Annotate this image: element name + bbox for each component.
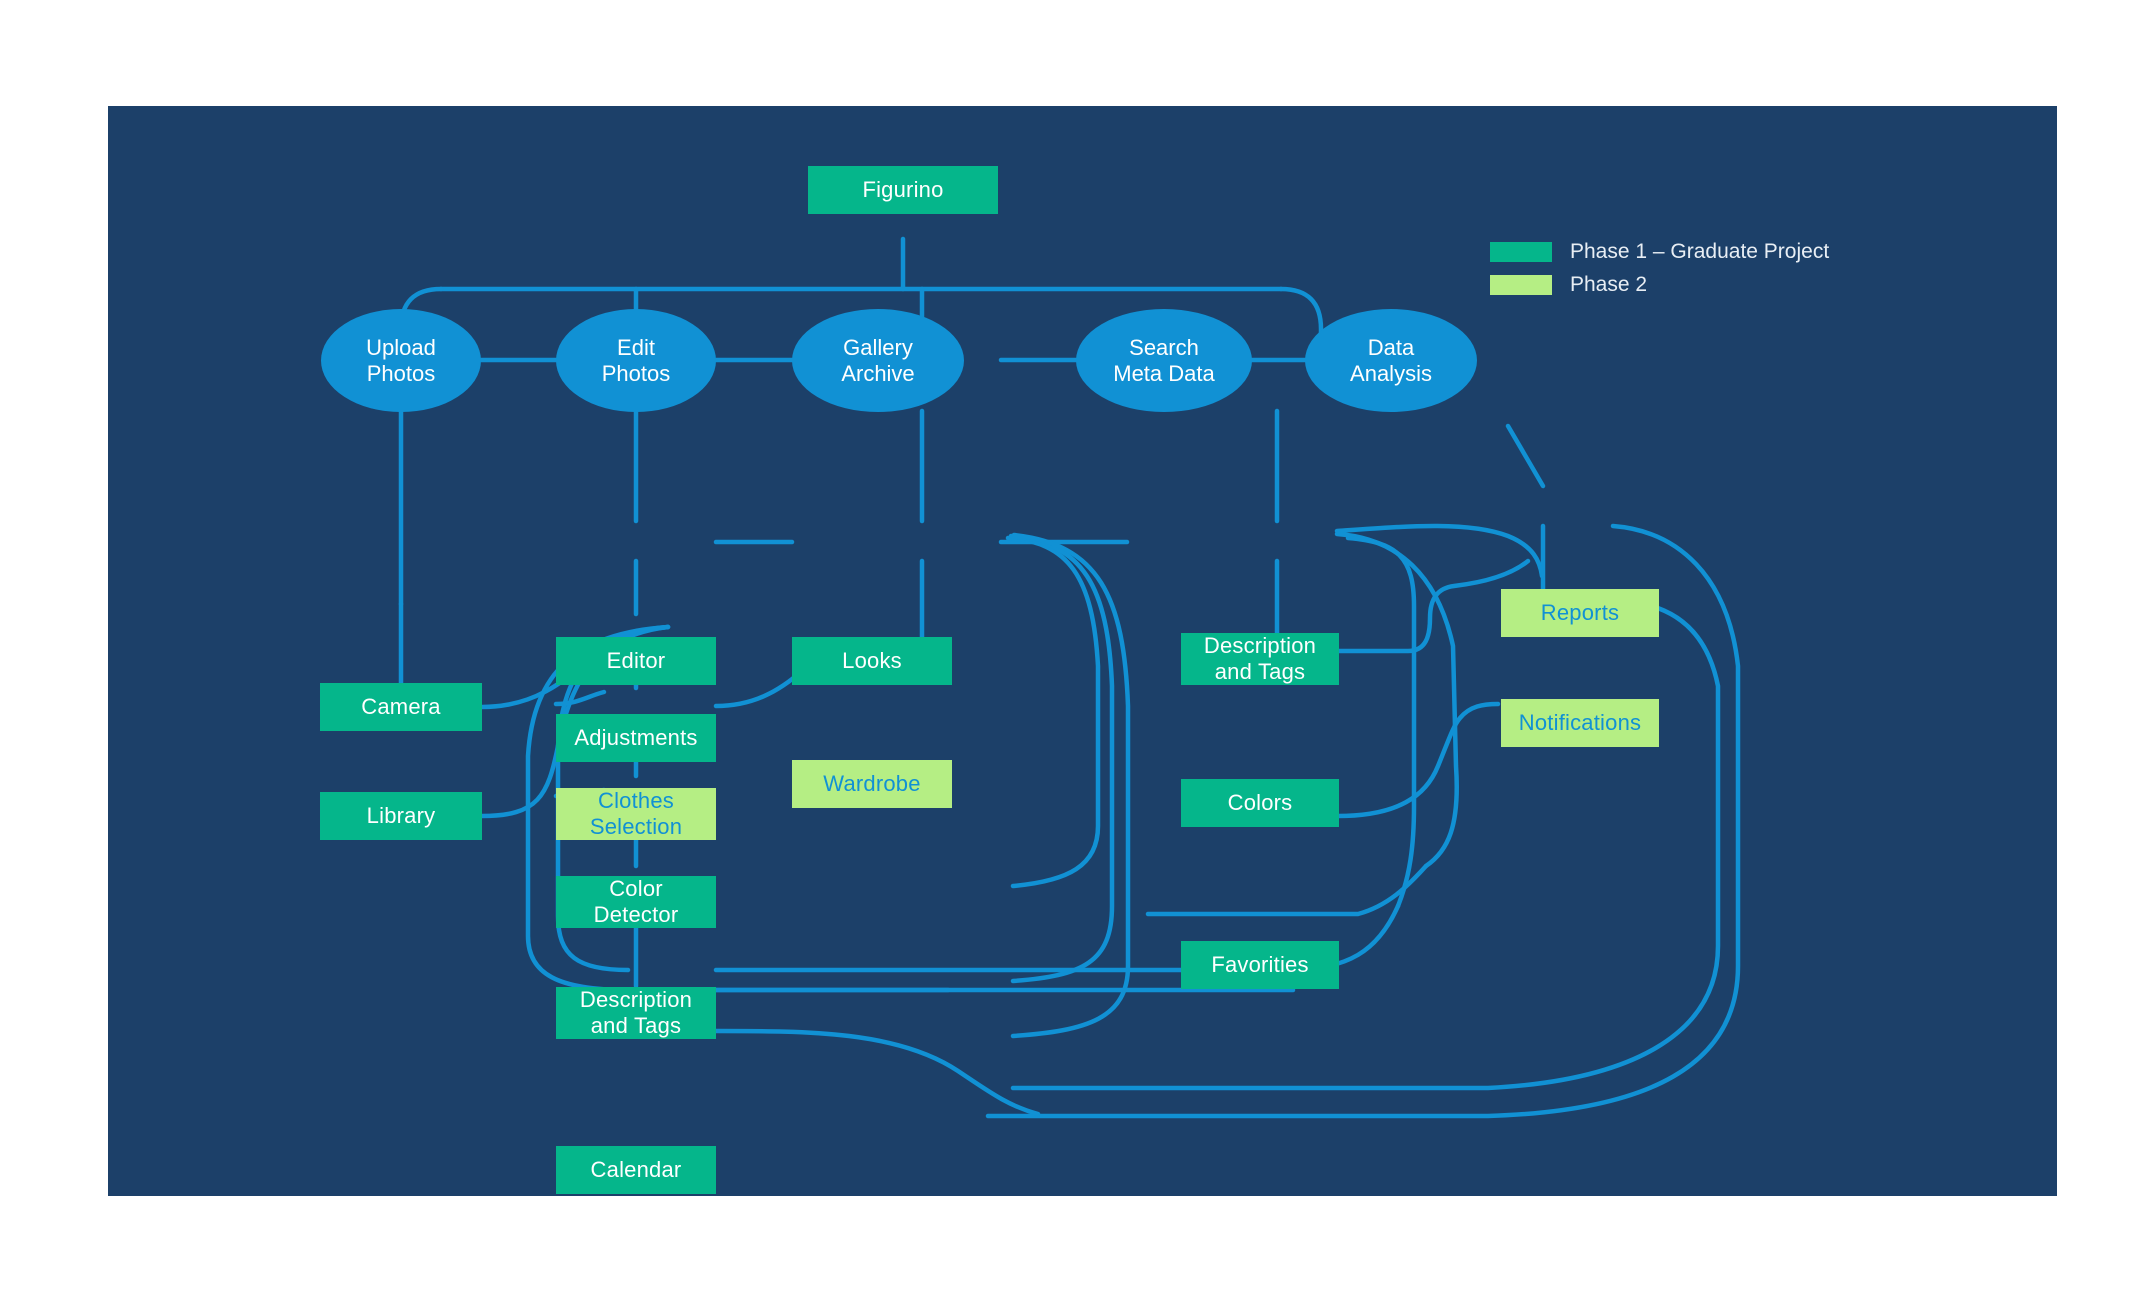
link-looks-fan-3 xyxy=(1010,532,1131,1039)
node-label: Editor xyxy=(606,648,666,674)
legend-item-phase-1: Phase 1 – Graduate Project xyxy=(1490,240,1829,264)
node-wardrobe[interactable]: Wardrobe xyxy=(792,760,952,808)
node-label: Library xyxy=(366,803,436,829)
node-label: Figurino xyxy=(862,177,944,203)
legend-label: Phase 1 – Graduate Project xyxy=(1570,240,1830,263)
link-favorities-right xyxy=(1334,701,1501,819)
node-editor[interactable]: Editor xyxy=(556,637,716,685)
link-notifications-bottom xyxy=(1010,598,1721,1091)
node-label: Reports xyxy=(1540,600,1620,626)
link-analysis-reports xyxy=(1505,423,1546,489)
node-looks[interactable]: Looks xyxy=(792,637,952,685)
link-reports-bottom xyxy=(985,523,1741,1119)
link-looks-favorities xyxy=(1005,535,1101,889)
node-label: Camera xyxy=(361,694,441,720)
node-label: Wardrobe xyxy=(823,771,921,797)
node-label: Adjustments xyxy=(574,725,698,751)
link-colors-right xyxy=(1334,558,1531,654)
legend-label: Phase 2 xyxy=(1570,273,1648,296)
node-notifications[interactable]: Notifications xyxy=(1501,699,1659,747)
node-label: Calendar xyxy=(590,1157,682,1183)
link-right-collector-2 xyxy=(1145,863,1429,917)
node-favorities[interactable]: Favorities xyxy=(1181,941,1339,989)
link-right-collector xyxy=(1345,535,1417,909)
node-reports[interactable]: Reports xyxy=(1501,589,1659,637)
node-camera[interactable]: Camera xyxy=(320,683,482,731)
link-clothes-hook xyxy=(553,689,607,707)
node-label: Looks xyxy=(842,648,902,674)
node-library[interactable]: Library xyxy=(320,792,482,840)
link-sdesc-notifications xyxy=(1334,523,1545,579)
node-label: Colors xyxy=(1227,790,1293,816)
legend-item-phase-2: Phase 2 xyxy=(1490,273,1829,297)
link-calendar-bottom xyxy=(713,1028,1041,1117)
phase2-swatch-icon xyxy=(1490,275,1552,295)
phase1-swatch-icon xyxy=(1490,242,1552,262)
legend: Phase 1 – Graduate Project Phase 2 xyxy=(1490,240,1829,306)
node-label: Notifications xyxy=(1518,710,1642,736)
node-calendar[interactable]: Calendar xyxy=(556,1146,716,1194)
node-adjustments[interactable]: Adjustments xyxy=(556,714,716,762)
node-colors[interactable]: Colors xyxy=(1181,779,1339,827)
node-figurino[interactable]: Figurino xyxy=(808,166,998,214)
node-label: Favorities xyxy=(1211,952,1309,978)
